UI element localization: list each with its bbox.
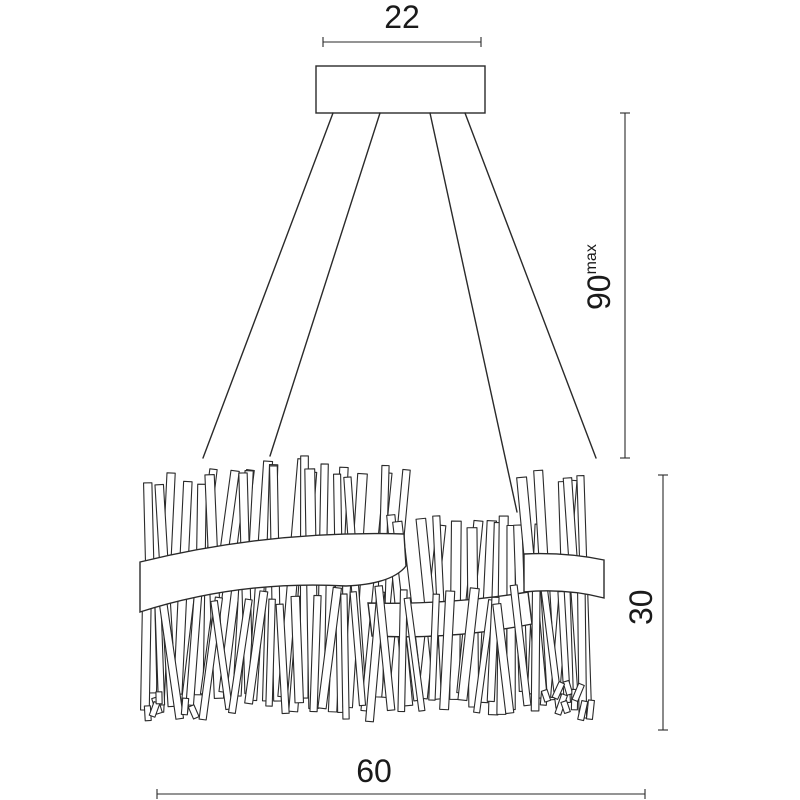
crystal-rod [349,591,367,707]
canopy-width-label: 22 [384,0,420,35]
dimension-drop-height: 90max [581,112,630,459]
crystal-tip [540,688,552,703]
dimension-fixture-height: 30 [623,474,668,731]
crystal-rod [457,587,480,702]
crystal-rod [530,589,541,712]
crystal-rod [374,585,396,712]
crystal-rod [275,603,290,715]
crystal-rod [265,598,276,707]
ceiling-canopy [315,65,486,114]
crystal-tip [560,700,571,715]
cable-outer-left [202,112,334,459]
fixture-height-label: 30 [623,589,659,625]
crystal-rod [428,593,440,701]
crystal-tip-cluster [143,679,595,722]
drop-height-suffix: max [583,244,600,274]
crystal-tip [577,699,589,722]
ring-band-front-right [523,552,605,599]
crystal-rod [227,598,253,714]
cable-outer-right [464,112,597,459]
crystal-rod [340,593,350,720]
crystal-tip [180,697,190,716]
suspension-cables [202,112,597,513]
crystal-rod [244,590,269,705]
crystal-rod [397,589,408,713]
crystal-rod [290,595,305,704]
crystal-tip [187,704,200,720]
crystal-tip [571,682,585,703]
crystal-tip [143,705,152,722]
dimension-fixture-width: 60 [156,753,646,799]
crystal-rod [439,590,456,711]
fixture-width-label: 60 [356,753,392,789]
cable-inner-left [269,112,381,457]
crystal-rod [403,597,426,712]
drop-height-label: 90max [581,244,617,310]
crystal-rod [492,602,515,715]
crystal-rod [309,594,322,713]
drop-height-value: 90 [581,274,617,310]
crystal-tip [551,680,566,700]
dimension-canopy-width: 22 [322,0,482,47]
ring-band-front-left [139,532,407,613]
cable-inner-right [429,112,518,513]
crystal-tip [585,699,595,720]
crystal-rod [317,586,342,710]
crystal-rod [140,599,152,711]
crystal-tip [155,691,163,705]
